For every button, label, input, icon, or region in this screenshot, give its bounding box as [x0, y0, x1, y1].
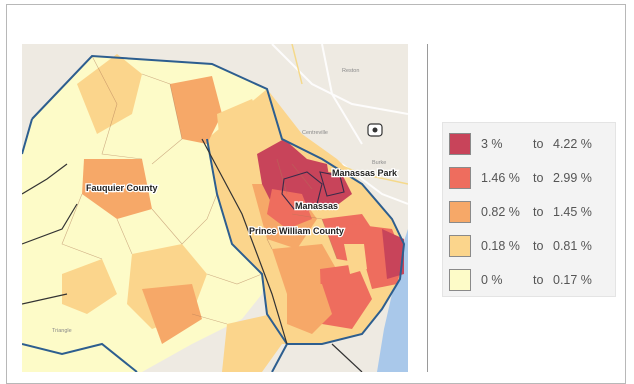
legend-separator: to: [533, 137, 544, 151]
legend-from: 0.82 %: [481, 205, 520, 219]
legend-row[interactable]: 1.46 % to 2.99 %: [449, 161, 615, 195]
panel-divider: [427, 44, 428, 372]
place-label-centreville: Centreville: [302, 130, 328, 136]
tract-orange[interactable]: [142, 284, 202, 344]
place-label-triangle: Triangle: [52, 328, 72, 334]
legend-separator: to: [533, 239, 544, 253]
tract-red[interactable]: [267, 189, 312, 229]
legend-swatch-icon: [449, 269, 471, 291]
legend-to: 1.45 %: [553, 205, 592, 219]
legend-from: 0 %: [481, 273, 503, 287]
legend-separator: to: [533, 171, 544, 185]
place-label-burke: Burke: [372, 160, 386, 166]
tract-boundaries: [61, 55, 338, 325]
legend-swatch-icon: [449, 235, 471, 257]
tract-orange[interactable]: [170, 76, 222, 144]
map-legend: 3 % to 4.22 % 1.46 % to 2.99 % 0.82 % to…: [442, 122, 616, 297]
label-prince-william-county: Prince William County: [249, 226, 344, 236]
choropleth-map[interactable]: Reston Centreville Burke Triangle Fauqui…: [22, 44, 408, 372]
legend-separator: to: [533, 273, 544, 287]
legend-from: 1.46 %: [481, 171, 520, 185]
legend-to: 0.17 %: [553, 273, 592, 287]
legend-from: 3 %: [481, 137, 503, 151]
county-boundaries: [22, 54, 406, 372]
label-manassas-park: Manassas Park: [332, 168, 398, 178]
legend-from: 0.18 %: [481, 239, 520, 253]
tract-orange[interactable]: [82, 159, 152, 219]
tract-yellow[interactable]: [62, 259, 117, 314]
legend-to: 0.81 %: [553, 239, 592, 253]
tract-crimson[interactable]: [382, 229, 404, 279]
map-svg[interactable]: Reston Centreville Burke Triangle Fauqui…: [22, 44, 408, 372]
legend-separator: to: [533, 205, 544, 219]
tract-red[interactable]: [320, 264, 372, 329]
label-fauquier-county: Fauquier County: [86, 183, 158, 193]
legend-swatch-icon: [449, 133, 471, 155]
tract-orange[interactable]: [287, 284, 332, 334]
manassas-outline: [281, 171, 345, 210]
label-manassas: Manassas: [295, 201, 338, 211]
legend-swatch-icon: [449, 201, 471, 223]
route-shield-icon: [367, 123, 383, 137]
legend-to: 2.99 %: [553, 171, 592, 185]
boundary-lines: [22, 138, 363, 372]
legend-swatch-icon: [449, 167, 471, 189]
tract-yellow[interactable]: [344, 244, 367, 274]
tract-yellow[interactable]: [77, 54, 142, 134]
legend-to: 4.22 %: [553, 137, 592, 151]
legend-row[interactable]: 3 % to 4.22 %: [449, 127, 615, 161]
tract-yellow[interactable]: [222, 314, 282, 372]
legend-row[interactable]: 0.18 % to 0.81 %: [449, 229, 615, 263]
legend-row[interactable]: 0.82 % to 1.45 %: [449, 195, 615, 229]
place-label-reston: Reston: [342, 68, 359, 74]
legend-row[interactable]: 0 % to 0.17 %: [449, 263, 615, 297]
